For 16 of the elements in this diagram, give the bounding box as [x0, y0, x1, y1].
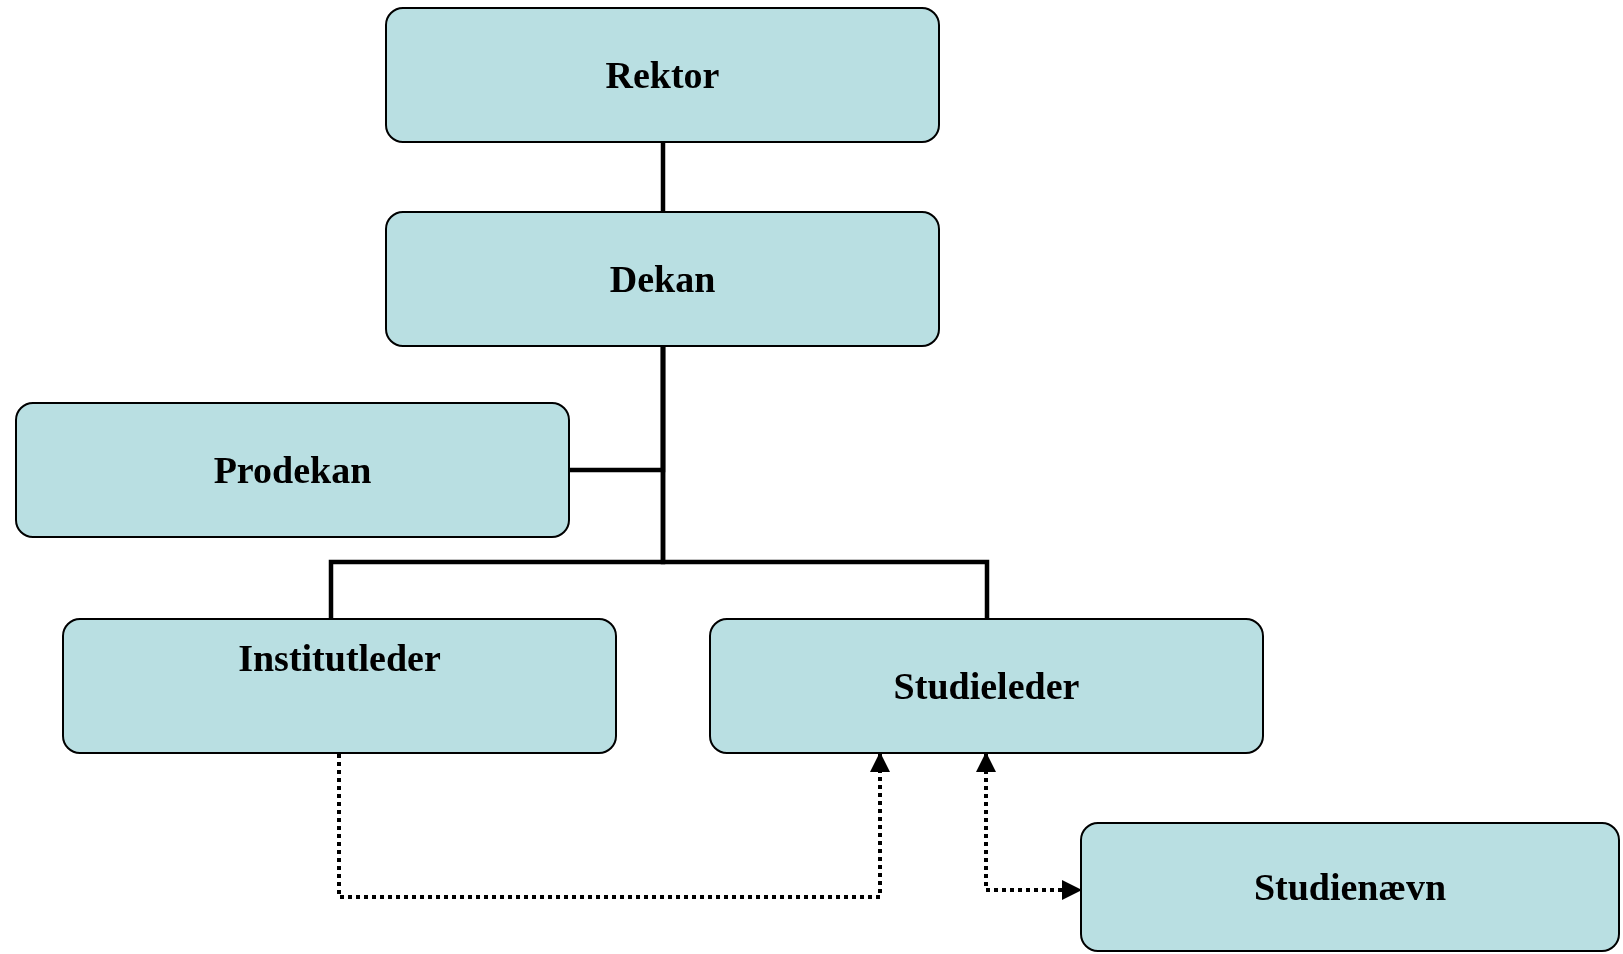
role-box — [385, 211, 940, 347]
role-box — [709, 618, 1264, 754]
role-box — [15, 402, 570, 538]
role-title: Dekan — [609, 257, 716, 301]
connector-line — [660, 143, 666, 211]
role-title: Studienævn — [1253, 865, 1447, 909]
arrow — [337, 752, 890, 899]
arrow — [976, 752, 1082, 900]
connector-line — [660, 347, 990, 618]
role-box — [1080, 822, 1620, 952]
role-title: Prodekan — [213, 448, 372, 492]
role-title: Rektor — [605, 53, 720, 97]
role-box — [385, 7, 940, 143]
role-box — [62, 618, 617, 754]
role-title: Institutleder — [238, 636, 441, 680]
role-title: Studieleder — [893, 664, 1080, 708]
